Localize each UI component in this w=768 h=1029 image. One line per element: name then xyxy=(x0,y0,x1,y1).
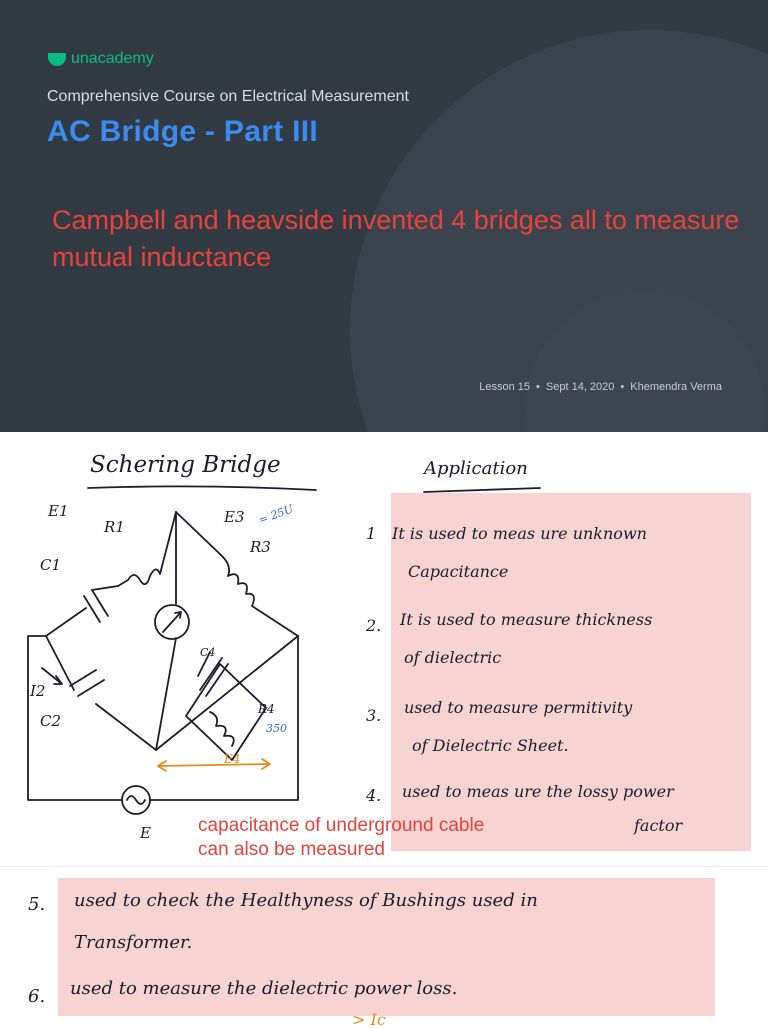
capacitance-note-line2: can also be measured xyxy=(198,839,385,860)
course-name: Comprehensive Course on Electrical Measu… xyxy=(47,88,409,105)
app-1-line2: Capacitance xyxy=(408,562,509,581)
app-2-line2: of dielectric xyxy=(404,648,502,667)
app-1-num: 1 xyxy=(366,524,377,543)
label-c4: C4 xyxy=(200,646,216,659)
label-i2: I2 xyxy=(30,682,46,700)
highlight-box-applications xyxy=(391,493,751,851)
highlight-box-more-applications xyxy=(58,878,715,1016)
app-4-line1: used to meas ure the lossy power xyxy=(402,782,674,801)
applications-title: Application xyxy=(424,458,528,479)
app-6-line1: used to measure the dielectric power los… xyxy=(70,978,458,999)
label-r3: R3 xyxy=(250,538,271,556)
label-c2: C2 xyxy=(40,712,62,730)
meta-separator: • xyxy=(536,381,540,393)
app-3-line2: of Dielectric Sheet. xyxy=(412,736,569,755)
label-r4: R4 xyxy=(258,702,275,716)
capacitance-note-line1: capacitance of underground cable xyxy=(198,815,485,836)
unacademy-logo-icon xyxy=(48,53,66,66)
lesson-number: Lesson 15 xyxy=(479,381,531,393)
app-5-line1: used to check the Healthyness of Bushing… xyxy=(74,890,538,911)
app-4-line2: factor xyxy=(634,816,683,835)
label-e3: E3 xyxy=(224,508,245,526)
label-e1: E1 xyxy=(48,502,69,520)
annotation-note: Campbell and heavside invented 4 bridges… xyxy=(52,205,740,272)
label-source: E xyxy=(140,824,151,842)
brand-logo: unacademy xyxy=(47,50,154,68)
app-2-line1: It is used to measure thickness xyxy=(400,610,653,629)
app-5-line2: Transformer. xyxy=(74,932,193,953)
lesson-title: AC Bridge - Part III xyxy=(47,115,319,148)
label-r4-value: 350 xyxy=(266,722,287,735)
diagram-title: Schering Bridge xyxy=(90,452,281,478)
meta-separator: • xyxy=(620,381,625,393)
brand-name: unacademy xyxy=(71,50,154,67)
lesson-date: Sept 14, 2020 xyxy=(545,381,615,393)
label-e4: E4 xyxy=(224,752,241,766)
lesson-meta: Lesson 15 • Sept 14, 2020 • Khemendra Ve… xyxy=(479,381,722,393)
app-1-line1: It is used to meas ure unknown xyxy=(392,524,647,543)
app-3-line1: used to measure permitivity xyxy=(404,698,633,717)
page-divider xyxy=(0,866,768,867)
label-c1: C1 xyxy=(40,556,62,574)
app-3-num: 3. xyxy=(366,706,382,725)
lesson-author: Khemendra Verma xyxy=(630,381,722,393)
app-2-num: 2. xyxy=(366,616,382,635)
bottom-fragment: > Ic xyxy=(352,1010,386,1029)
app-6-num: 6. xyxy=(28,986,46,1007)
label-r1: R1 xyxy=(104,518,125,536)
app-5-num: 5. xyxy=(28,894,46,915)
app-4-num: 4. xyxy=(366,786,382,805)
capacitance-note: capacitance of underground cable can als… xyxy=(198,814,484,862)
title-slide: unacademy Comprehensive Course on Electr… xyxy=(0,0,768,432)
